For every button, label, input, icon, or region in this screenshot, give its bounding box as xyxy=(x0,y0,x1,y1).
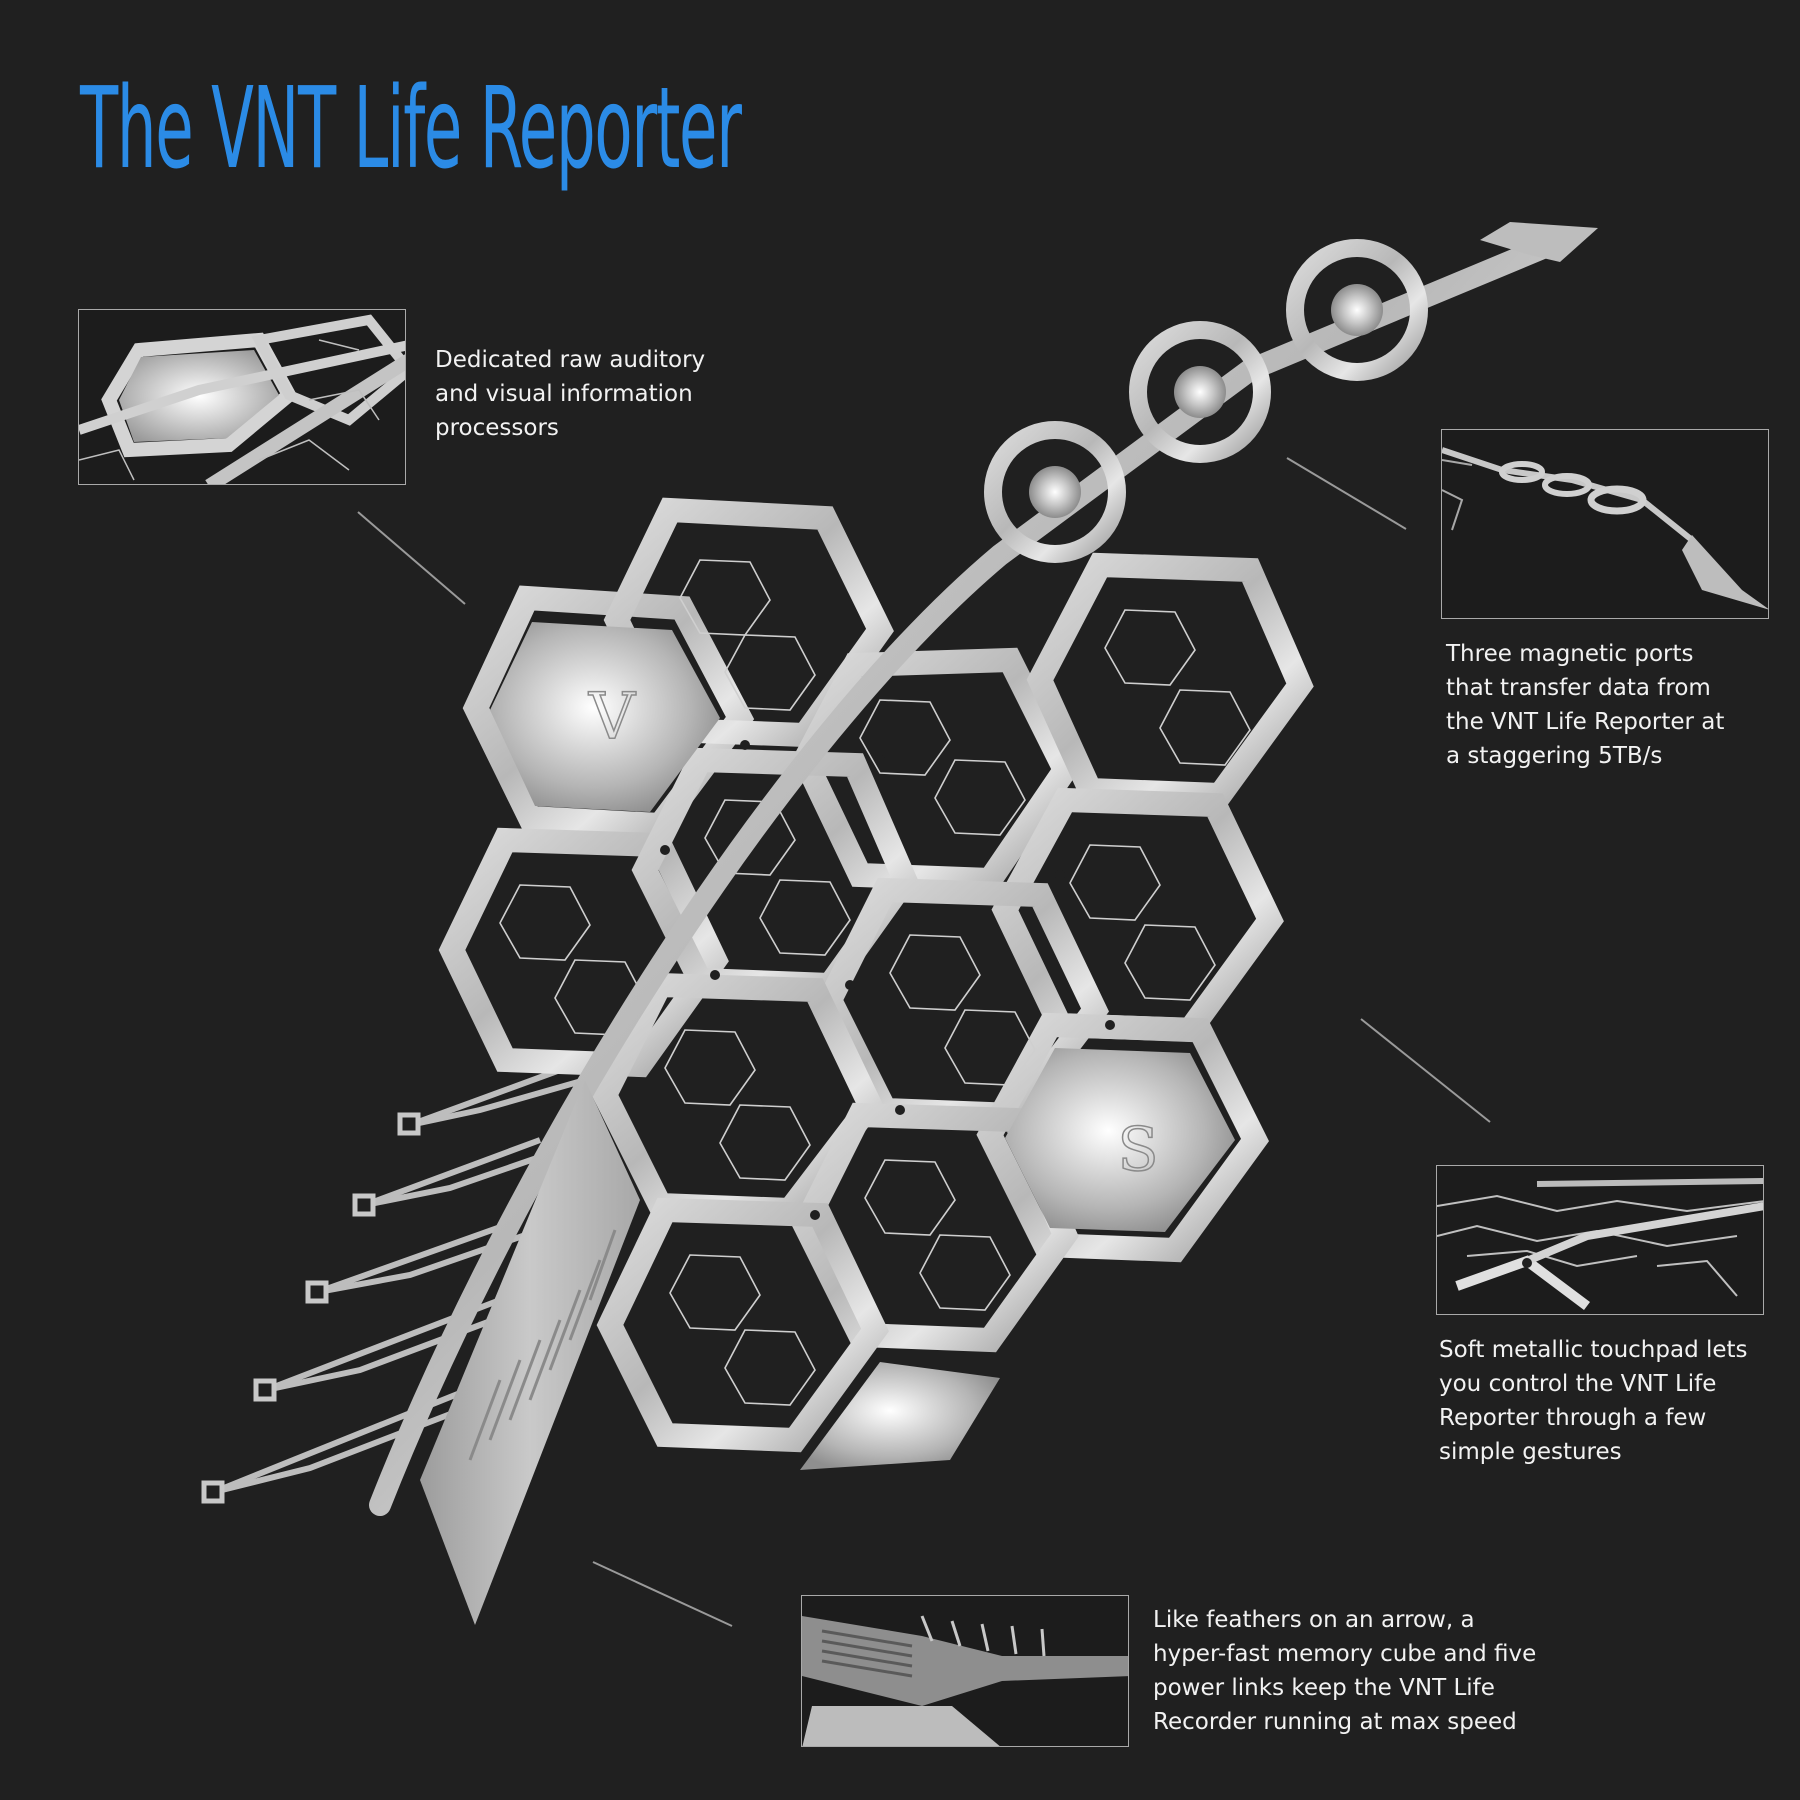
touchpad-caption: Soft metallic touchpad lets you control … xyxy=(1439,1333,1748,1469)
touchpad xyxy=(800,1362,1000,1470)
ports-caption-line: Three magnetic ports xyxy=(1446,641,1694,667)
memory-caption-line: hyper-fast memory cube and five xyxy=(1153,1641,1537,1667)
power-link-terminals xyxy=(201,1112,421,1504)
memory-cube-slots xyxy=(468,1229,617,1461)
processor-pad-top xyxy=(490,622,720,812)
touchpad-caption-line: Soft metallic touchpad lets xyxy=(1439,1337,1748,1363)
memory-caption-line: Like feathers on an arrow, a xyxy=(1153,1607,1475,1633)
memory-thumbnail xyxy=(801,1595,1129,1747)
memory-caption-line: Recorder running at max speed xyxy=(1153,1709,1517,1735)
memory-cube xyxy=(420,1080,640,1625)
page-title: The VNT Life Reporter xyxy=(80,64,742,194)
ports-thumbnail xyxy=(1441,429,1769,619)
spine-tip xyxy=(1480,222,1598,262)
grid-nodes xyxy=(660,740,1115,1220)
processors-caption-line: Dedicated raw auditory xyxy=(435,347,706,373)
processors-caption: Dedicated raw auditory and visual inform… xyxy=(435,343,705,445)
touchpad-caption-line: you control the VNT Life xyxy=(1439,1371,1717,1397)
processor-pad-bottom xyxy=(1005,1048,1235,1232)
spine-arc xyxy=(369,234,1561,1516)
touchpad-caption-line: Reporter through a few xyxy=(1439,1405,1707,1431)
processors-thumbnail xyxy=(78,309,406,485)
processor-pad-bottom-letter: S xyxy=(1117,1115,1158,1185)
hex-grid xyxy=(438,497,1314,1453)
ports-caption-line: a staggering 5TB/s xyxy=(1446,743,1663,769)
touchpad-thumbnail xyxy=(1436,1165,1764,1315)
ports-caption: Three magnetic ports that transfer data … xyxy=(1446,637,1724,773)
ports-caption-line: that transfer data from xyxy=(1446,675,1711,701)
memory-caption-line: power links keep the VNT Life xyxy=(1153,1675,1495,1701)
ports-caption-line: the VNT Life Reporter at xyxy=(1446,709,1725,735)
processors-caption-line: and visual information xyxy=(435,381,693,407)
processors-caption-line: processors xyxy=(435,415,559,441)
magnetic-ports xyxy=(984,239,1428,563)
memory-caption: Like feathers on an arrow, a hyper-fast … xyxy=(1153,1603,1536,1739)
hex-mesh xyxy=(499,559,1251,1406)
touchpad-caption-line: simple gestures xyxy=(1439,1439,1622,1465)
processor-pad-top-letter: V xyxy=(588,680,637,754)
